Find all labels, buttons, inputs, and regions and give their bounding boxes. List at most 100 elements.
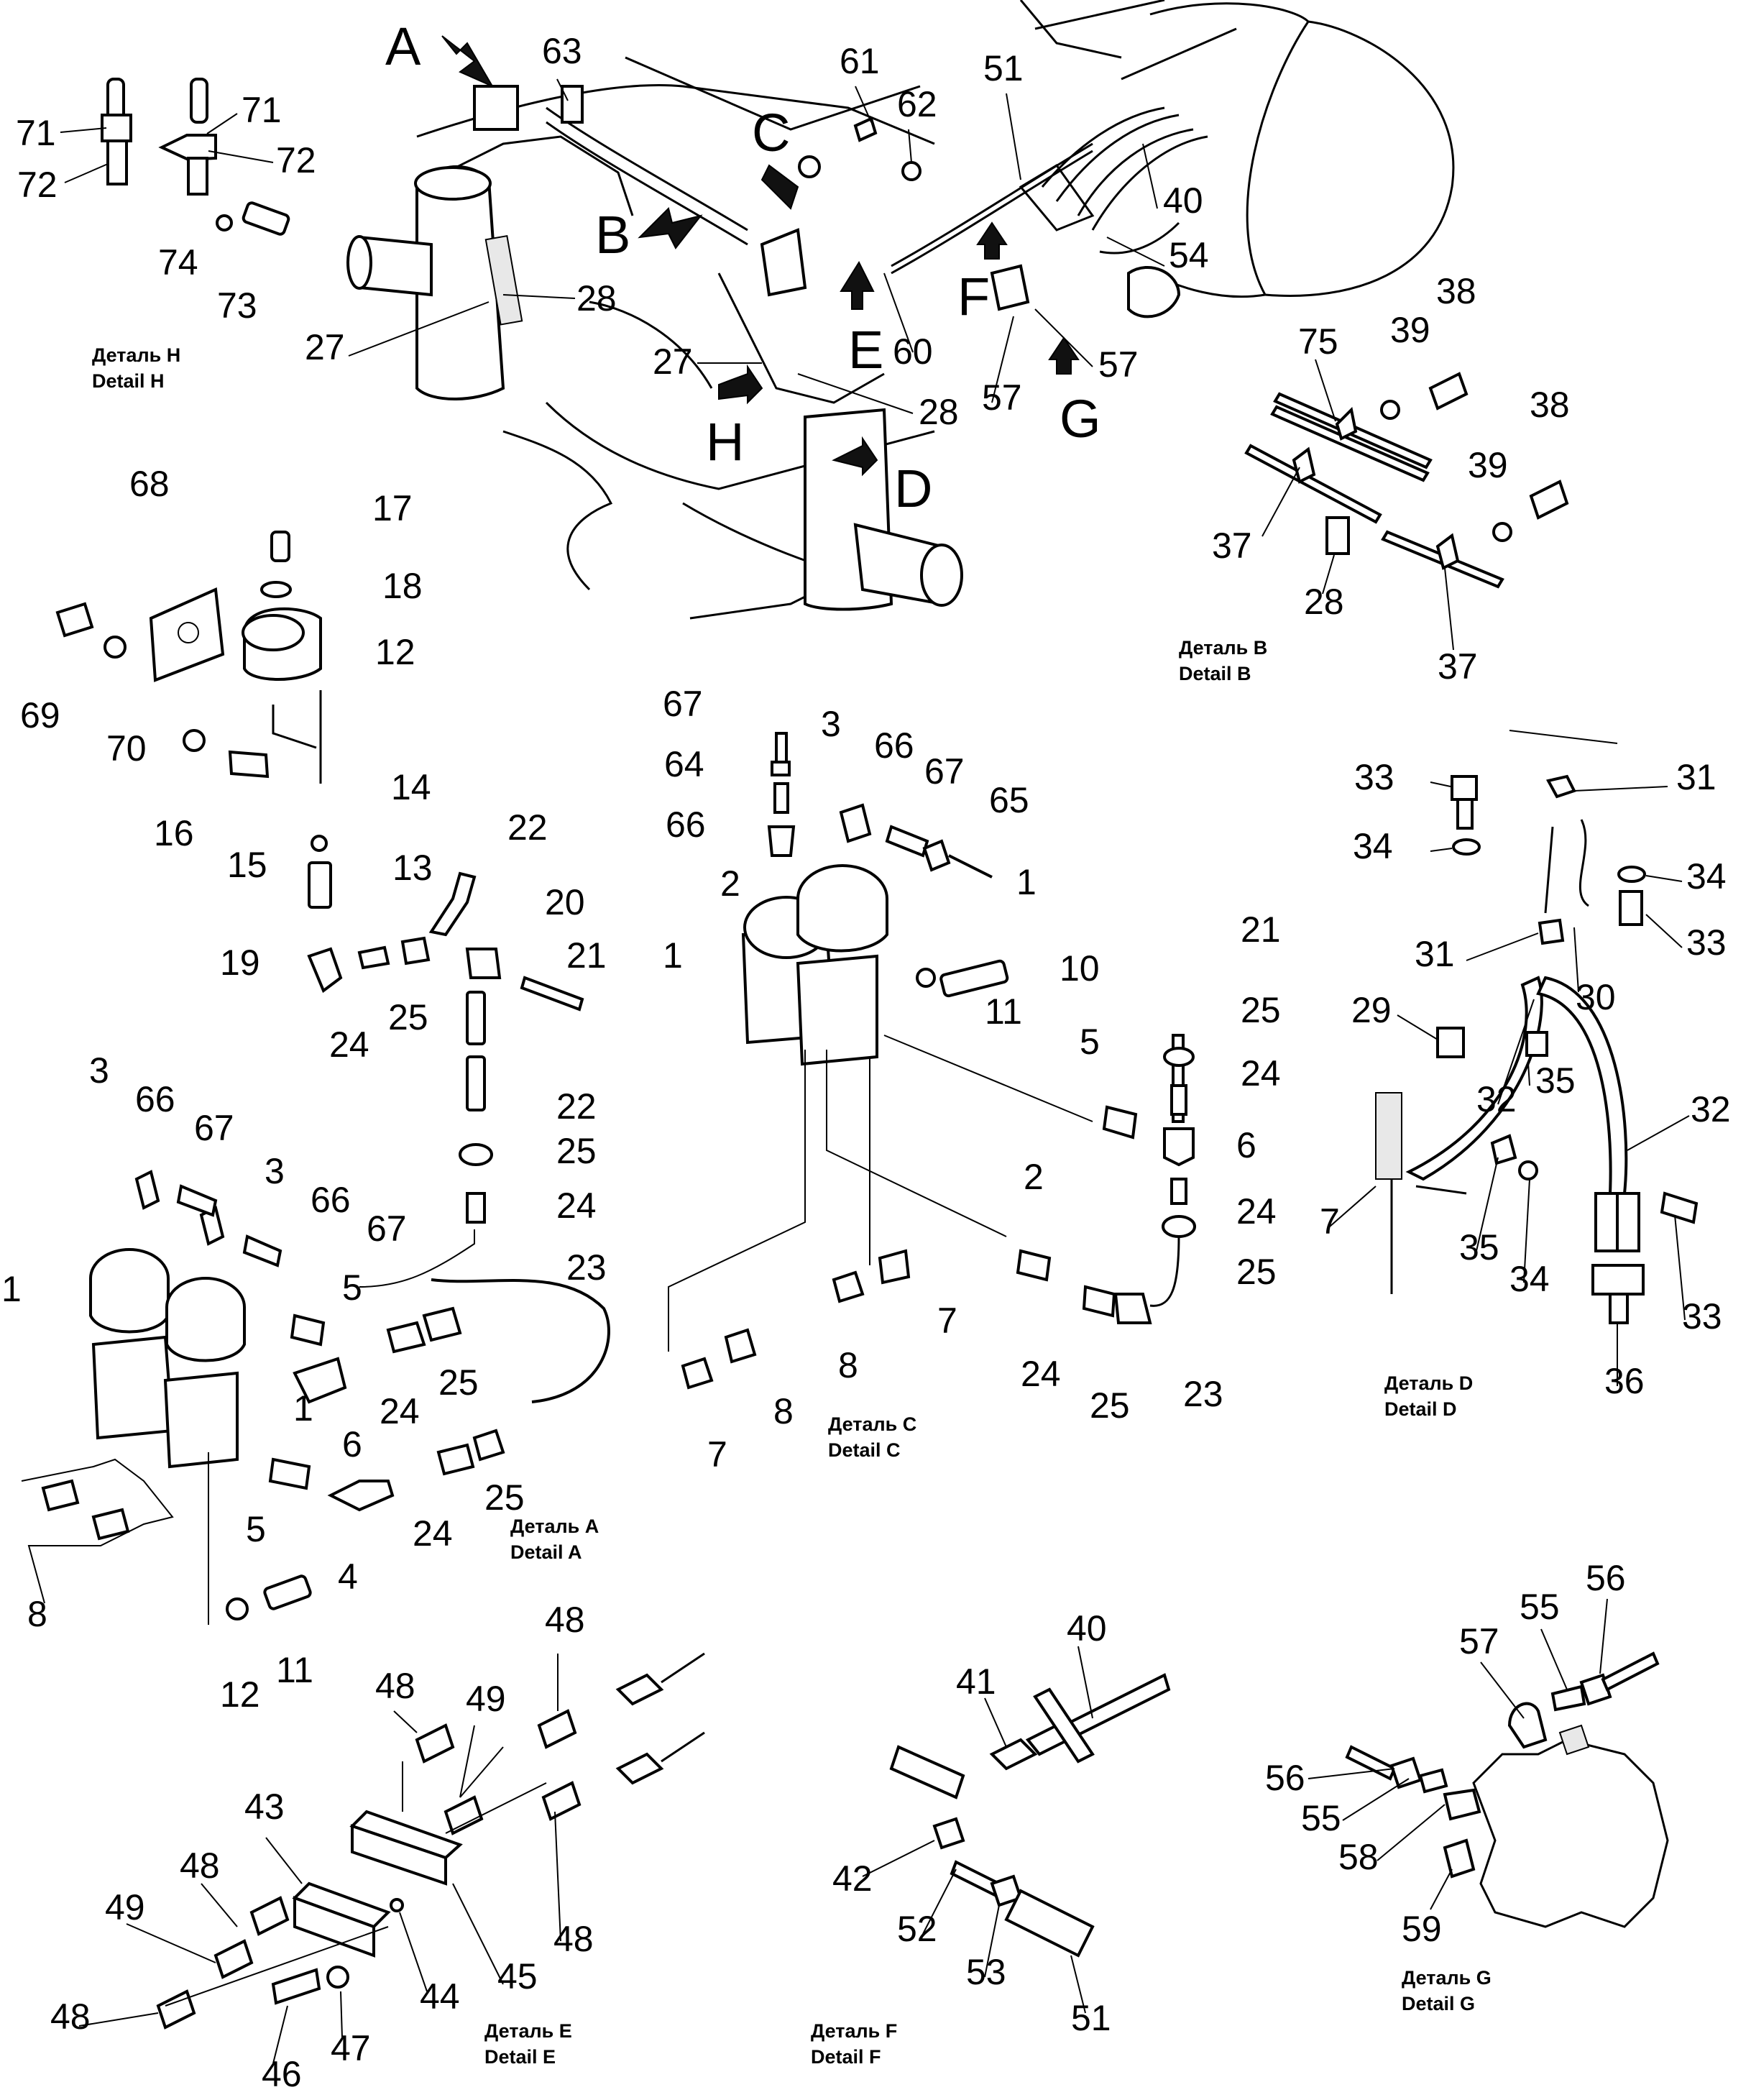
part-callout: 51 (1071, 1998, 1111, 2038)
part-callout: 23 (566, 1247, 607, 1288)
part-callout: 72 (17, 165, 58, 205)
part-callout: 5 (246, 1509, 266, 1549)
part-callout: 37 (1212, 526, 1252, 566)
part-callout: 24 (413, 1513, 453, 1554)
part-callout: 42 (832, 1858, 873, 1899)
part-callout: 8 (773, 1391, 794, 1431)
detail-caption-b-en: Detail B (1179, 663, 1251, 684)
part-callout: 56 (1265, 1758, 1305, 1798)
part-callout: 25 (388, 997, 428, 1037)
part-callout: 1 (293, 1388, 313, 1429)
part-callout: 55 (1301, 1798, 1341, 1838)
part-callout: 15 (227, 845, 267, 885)
part-callout: 10 (1060, 948, 1100, 989)
part-callout: 66 (135, 1079, 175, 1119)
detail-b-drawing (1244, 359, 1569, 651)
part-callout: 33 (1682, 1296, 1722, 1336)
view-letter-c: C (752, 103, 790, 162)
part-callout: 25 (484, 1477, 525, 1518)
part-callout: 48 (375, 1666, 415, 1706)
part-callout: 8 (27, 1594, 47, 1634)
part-callout: 6 (1236, 1125, 1256, 1165)
part-callout: 2 (1024, 1157, 1044, 1197)
part-callout: 16 (154, 813, 194, 853)
part-callout: 67 (924, 751, 965, 792)
part-callout: 59 (1402, 1909, 1442, 1949)
part-callout: 21 (566, 935, 607, 976)
part-callout: 74 (158, 242, 198, 283)
detail-caption-b-ru: Деталь B (1179, 637, 1267, 659)
view-letter-f: F (957, 267, 990, 326)
part-callout: 11 (276, 1650, 313, 1690)
part-callout: 66 (874, 725, 914, 766)
part-callout: 23 (1183, 1374, 1223, 1414)
part-callout: 61 (840, 41, 880, 81)
part-callout: 67 (663, 684, 703, 724)
part-callout: 55 (1520, 1587, 1560, 1627)
part-callout: 64 (664, 744, 704, 784)
part-callout: 43 (244, 1787, 285, 1827)
part-callout: 60 (893, 331, 933, 372)
view-letter-h: H (706, 412, 744, 472)
part-callout: 8 (838, 1345, 858, 1385)
part-callout: 33 (1686, 922, 1727, 963)
part-callout: 33 (1354, 757, 1394, 797)
part-callout: 69 (20, 695, 60, 735)
part-callout: 28 (919, 392, 959, 432)
detail-caption-g-ru: Деталь G (1402, 1967, 1492, 1989)
part-callout: 24 (556, 1186, 597, 1226)
detail-a-drawing (21, 531, 610, 1625)
part-callout: 75 (1298, 321, 1338, 362)
part-callout: 25 (1241, 990, 1281, 1030)
part-callout: 34 (1353, 826, 1393, 866)
part-callout: 12 (220, 1674, 260, 1715)
detail-caption-h-en: Detail H (92, 370, 165, 392)
part-callout: 49 (466, 1679, 506, 1719)
part-callout: 24 (380, 1391, 420, 1431)
part-callout: 39 (1468, 445, 1508, 485)
detail-caption-c-en: Detail C (828, 1439, 901, 1461)
part-callout: 53 (966, 1952, 1006, 1992)
part-callout: 47 (331, 2028, 371, 2068)
part-callout: 54 (1169, 235, 1209, 275)
part-callout: 24 (1021, 1354, 1061, 1394)
part-callout: 45 (497, 1956, 538, 1996)
detail-c-drawing (668, 732, 1196, 1390)
part-callout: 48 (545, 1600, 585, 1640)
detail-f-drawing (862, 1646, 1171, 2014)
detail-caption-d-ru: Деталь D (1384, 1372, 1473, 1394)
part-callout: 57 (1459, 1621, 1499, 1661)
part-callout: 66 (666, 804, 706, 845)
part-callout: 25 (438, 1362, 479, 1403)
part-callout: 25 (556, 1131, 597, 1171)
part-callout: 62 (897, 84, 937, 124)
part-callout: 31 (1676, 757, 1716, 797)
detail-caption-e-en: Detail E (484, 2046, 556, 2068)
part-callout: 67 (194, 1108, 234, 1148)
part-callout: 35 (1459, 1227, 1499, 1267)
part-callout: 73 (217, 285, 257, 326)
part-callout: 57 (1098, 344, 1139, 385)
part-callout: 32 (1691, 1089, 1731, 1129)
part-callout: 49 (105, 1887, 145, 1927)
detail-caption-a-ru: Деталь A (510, 1516, 599, 1537)
part-callout: 48 (180, 1845, 220, 1886)
part-callout: 51 (983, 48, 1024, 88)
part-callout: 3 (89, 1050, 109, 1091)
part-callout: 2 (720, 863, 740, 904)
part-callout: 48 (50, 1996, 91, 2037)
part-callout: 40 (1163, 180, 1203, 221)
part-callout: 46 (262, 2054, 302, 2094)
part-callout: 35 (1535, 1060, 1576, 1101)
view-letter-b: B (595, 205, 630, 265)
view-letter-e: E (848, 320, 883, 380)
part-callout: 31 (1415, 934, 1455, 974)
part-callout: 22 (556, 1086, 597, 1127)
part-callout: 13 (392, 848, 433, 888)
main-assembly-drawing (346, 0, 1455, 620)
detail-caption-f-en: Detail F (811, 2046, 881, 2068)
part-callout: 14 (391, 767, 431, 807)
part-callout: 37 (1438, 646, 1478, 687)
